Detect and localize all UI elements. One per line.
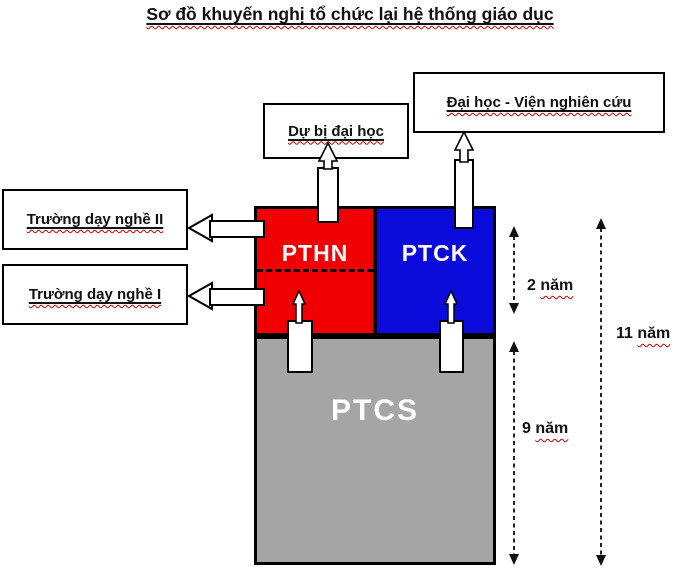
ptck-blue-block: PTCK xyxy=(377,209,493,333)
pthn-red-block: PTHN xyxy=(257,209,377,333)
upper-secondary-block: PTHN PTCK xyxy=(254,206,496,336)
measure-arrow-icon-11-nam xyxy=(596,218,606,566)
box-dai-hoc-label: Đại học - Viện nghiên cứu xyxy=(446,94,632,111)
up-arrow-icon-gray-to-pthn xyxy=(287,289,313,373)
up-arrow-icon-gray-to-ptck xyxy=(439,289,464,373)
box-truong-day-nghe-2: Trường dạy nghề II xyxy=(2,189,188,250)
box-nghe-1-label: Trường dạy nghề I xyxy=(28,286,162,303)
pthn-label: PTHN xyxy=(281,240,349,266)
measure-arrow-icon-9-nam xyxy=(509,341,519,565)
duration-label-9-nam: 9 năm xyxy=(522,420,568,438)
page-title: Sơ đồ khuyến nghị tổ chức lại hệ thống g… xyxy=(0,4,700,25)
box-dai-hoc-vien-nghien-cuu: Đại học - Viện nghiên cứu xyxy=(413,72,665,133)
duration-11-value: 11 xyxy=(616,325,633,342)
left-arrow-icon-to-nghe-1 xyxy=(186,281,265,311)
duration-label-2-nam: 2 năm xyxy=(527,277,573,295)
page-title-text: Sơ đồ khuyến nghị tổ chức lại hệ thống g… xyxy=(146,4,554,24)
duration-label-11-nam: 11 năm xyxy=(616,325,670,343)
ptcs-label: PTCS xyxy=(330,394,419,427)
box-du-bi-dai-hoc: Dự bị đại học xyxy=(263,103,409,159)
duration-9-unit: năm xyxy=(535,420,569,437)
duration-2-value: 2 xyxy=(527,277,536,294)
box-nghe-2-label: Trường dạy nghề II xyxy=(26,211,164,228)
left-arrow-icon-to-nghe-2 xyxy=(186,213,265,243)
pthn-dashed-divider xyxy=(257,269,373,272)
up-arrow-icon-blue-to-daihoc xyxy=(453,130,475,229)
measure-arrow-icon-2-nam xyxy=(509,226,519,314)
duration-11-unit: năm xyxy=(637,325,671,342)
box-truong-day-nghe-1: Trường dạy nghề I xyxy=(2,264,188,325)
box-du-bi-label: Dự bị đại học xyxy=(288,122,384,140)
ptck-label: PTCK xyxy=(401,240,469,266)
ptcs-gray-block: PTCS xyxy=(254,336,496,565)
duration-2-unit: năm xyxy=(540,277,574,294)
duration-9-value: 9 xyxy=(522,420,531,437)
up-arrow-icon-red-to-dubi xyxy=(317,141,339,223)
